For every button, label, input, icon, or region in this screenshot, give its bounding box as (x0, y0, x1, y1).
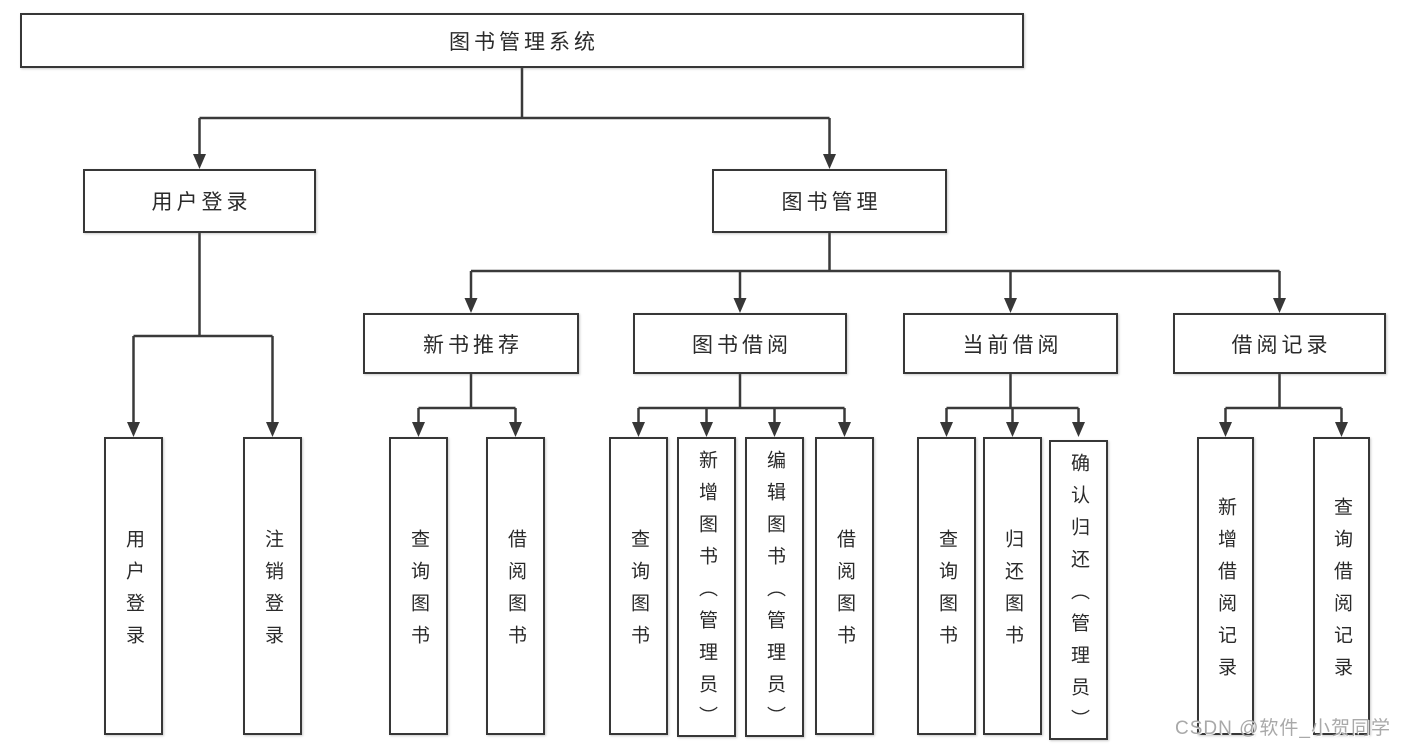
node-leaf-recommend-query-books: 查询图书 (389, 437, 448, 735)
edge-userlogin-to-children (132, 233, 274, 425)
node-leaf-add-books-admin-label: 新增图书（管理员） (696, 449, 717, 738)
node-current-borrowing: 当前借阅 (903, 313, 1118, 374)
edge-borrow-to-children (637, 374, 846, 425)
node-leaf-return-books-label: 归还图书 (1002, 528, 1023, 657)
node-leaf-borrowing-query-books: 查询图书 (609, 437, 668, 735)
node-leaf-edit-books-admin-label: 编辑图书（管理员） (764, 449, 785, 738)
node-leaf-query-borrow-record-label: 查询借阅记录 (1331, 496, 1352, 689)
node-leaf-current-query-books: 查询图书 (917, 437, 976, 735)
node-leaf-confirm-return-admin-label: 确认归还（管理员） (1068, 452, 1089, 741)
node-borrowing-records: 借阅记录 (1173, 313, 1386, 374)
node-new-book-recommend-label: 新书推荐 (423, 333, 523, 357)
node-leaf-add-borrow-record: 新增借阅记录 (1197, 437, 1254, 735)
node-leaf-recommend-query-books-label: 查询图书 (408, 528, 429, 657)
node-leaf-logout: 注销登录 (243, 437, 302, 735)
node-leaf-borrowing-query-books-label: 查询图书 (628, 528, 649, 657)
node-leaf-recommend-borrow-books: 借阅图书 (486, 437, 545, 735)
node-new-book-recommend: 新书推荐 (363, 313, 579, 374)
node-user-login-branch-label: 用户登录 (151, 191, 252, 214)
node-leaf-edit-books-admin: 编辑图书（管理员） (745, 437, 804, 738)
node-leaf-return-books: 归还图书 (983, 437, 1042, 735)
node-leaf-user-login: 用户登录 (104, 437, 163, 735)
node-leaf-logout-label: 注销登录 (262, 528, 283, 657)
node-leaf-current-query-books-label: 查询图书 (936, 528, 957, 657)
node-leaf-recommend-borrow-books-label: 借阅图书 (505, 528, 526, 657)
edge-current-to-children (945, 374, 1080, 425)
node-leaf-confirm-return-admin: 确认归还（管理员） (1049, 440, 1108, 741)
edge-recommend-to-children (417, 374, 517, 425)
node-user-login-branch: 用户登录 (83, 169, 316, 233)
edge-bookmgmt-to-children (469, 233, 1281, 301)
node-leaf-borrowing-borrow-books: 借阅图书 (815, 437, 874, 735)
node-current-borrowing-label: 当前借阅 (962, 333, 1063, 357)
node-book-borrowing: 图书借阅 (633, 313, 847, 374)
connector-lines (132, 68, 1343, 425)
node-leaf-borrowing-borrow-books-label: 借阅图书 (834, 528, 855, 657)
edge-root-to-level2 (198, 68, 831, 157)
node-leaf-add-borrow-record-label: 新增借阅记录 (1215, 496, 1236, 689)
node-leaf-user-login-label: 用户登录 (123, 528, 144, 657)
node-book-management-branch: 图书管理 (712, 169, 947, 233)
node-leaf-query-borrow-record: 查询借阅记录 (1313, 437, 1370, 735)
node-root-label: 图书管理系统 (449, 30, 599, 54)
edge-records-to-children (1224, 374, 1343, 425)
node-book-management-branch-label: 图书管理 (781, 191, 882, 214)
node-leaf-add-books-admin: 新增图书（管理员） (677, 437, 736, 738)
node-book-borrowing-label: 图书借阅 (692, 333, 792, 357)
watermark: CSDN @软件_小贺同学 (1175, 718, 1391, 739)
node-root: 图书管理系统 (20, 13, 1024, 68)
node-borrowing-records-label: 借阅记录 (1231, 333, 1332, 357)
